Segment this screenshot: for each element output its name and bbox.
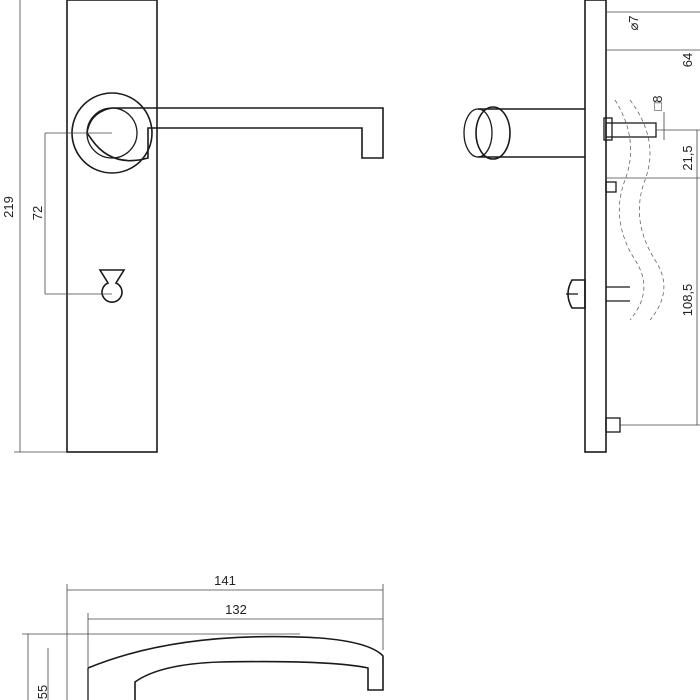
label-square-spindle: □8 xyxy=(650,95,665,110)
lower-fixing-pin xyxy=(605,417,621,433)
door-section-right xyxy=(629,99,665,321)
spindle-diameter-value: 7 xyxy=(626,15,641,22)
backplate-side xyxy=(584,0,607,453)
handle-cylinder xyxy=(478,108,585,158)
label-rose-offset: 64 xyxy=(680,53,695,67)
screw-head xyxy=(567,279,586,309)
spindle-clip xyxy=(603,117,613,141)
side-view: ⌀7 64 □8 21,5 108,5 xyxy=(463,0,700,453)
lever-handle-front xyxy=(86,107,384,162)
label-handle-length-total: 141 xyxy=(214,573,236,588)
label-spindle-diameter: ⌀7 xyxy=(626,15,641,30)
top-view: 141 132 55 xyxy=(22,573,384,700)
label-total-height: 219 xyxy=(1,196,16,218)
diameter-symbol: ⌀ xyxy=(626,23,641,31)
square-symbol: □ xyxy=(650,103,665,111)
door-section-left xyxy=(614,99,645,321)
small-pin xyxy=(605,181,617,193)
label-handle-height-side: 55 xyxy=(35,685,50,699)
keyhole xyxy=(98,269,126,303)
label-spindle-gap: 21,5 xyxy=(680,145,695,170)
label-handle-length-grip: 132 xyxy=(225,602,247,617)
lever-handle-top xyxy=(87,635,384,700)
front-view: 219 72 xyxy=(1,0,384,453)
label-handle-to-keyhole: 72 xyxy=(30,206,45,220)
backplate-front xyxy=(66,0,158,453)
label-screw-spacing: 108,5 xyxy=(680,284,695,317)
square-spindle xyxy=(605,122,657,138)
handle-end-ellipse xyxy=(475,106,511,160)
handle-end-rim xyxy=(463,108,493,158)
square-spindle-value: 8 xyxy=(650,95,665,102)
